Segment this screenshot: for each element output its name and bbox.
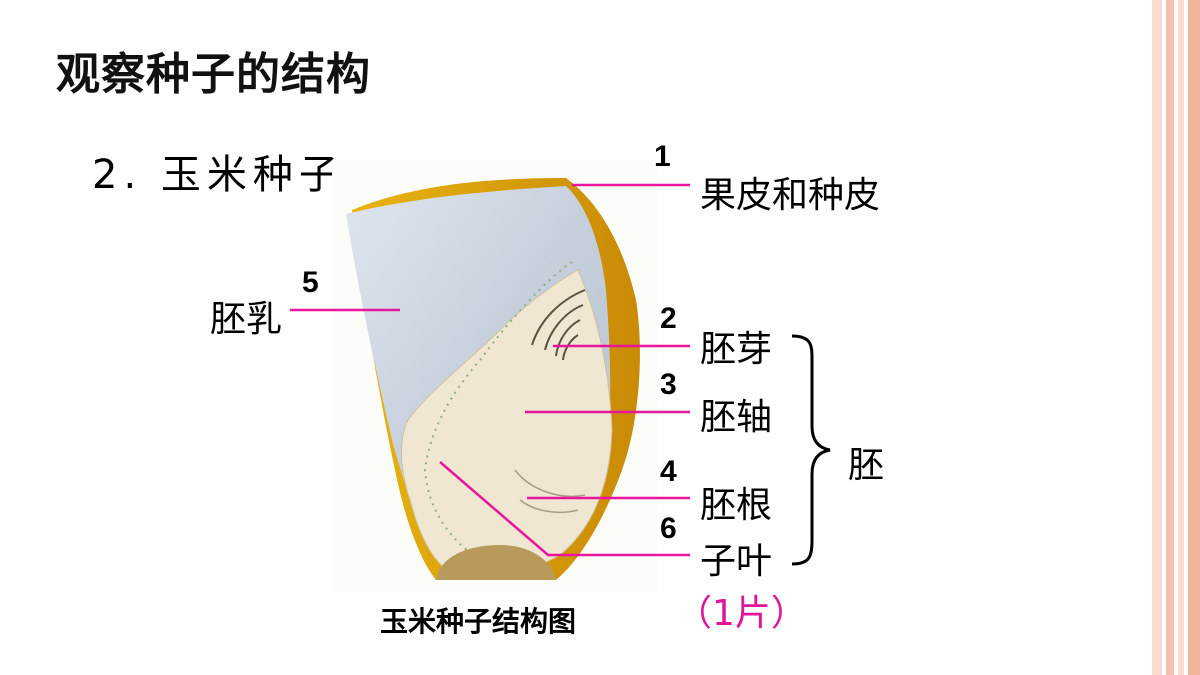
label-number-3: 3: [660, 368, 677, 401]
leader-line-6: [439, 461, 690, 557]
label-plumule: 胚芽: [700, 329, 773, 370]
decor-stripe-4: [1188, 0, 1200, 675]
label-number-6: 6: [660, 512, 677, 545]
figure-caption: 玉米种子结构图: [380, 605, 577, 638]
label-number-5: 5: [302, 266, 319, 299]
label-embryo: 胚: [848, 445, 885, 486]
label-number-2: 2: [660, 302, 677, 335]
cotyledon-count: （1片）: [676, 593, 807, 634]
label-endosperm: 胚乳: [210, 299, 283, 340]
label-cotyledon: 子叶: [700, 541, 773, 582]
radicle: [514, 469, 586, 513]
section-subtitle: 2. 玉米种子: [92, 152, 345, 198]
decor-stripe-1: [1152, 0, 1162, 675]
label-number-4: 4: [660, 455, 677, 488]
tip-cap: [436, 545, 556, 580]
label-pericarp: 果皮和种皮: [700, 175, 881, 216]
embryo-brace: [791, 334, 831, 566]
page-title: 观察种子的结构: [56, 49, 371, 100]
label-radicle: 胚根: [700, 485, 773, 526]
plumule: [531, 289, 586, 361]
decor-stripe-3: [1178, 0, 1184, 675]
label-hypocotyl: 胚轴: [700, 397, 773, 438]
decor-stripe-2: [1166, 0, 1174, 675]
label-number-1: 1: [654, 140, 671, 173]
